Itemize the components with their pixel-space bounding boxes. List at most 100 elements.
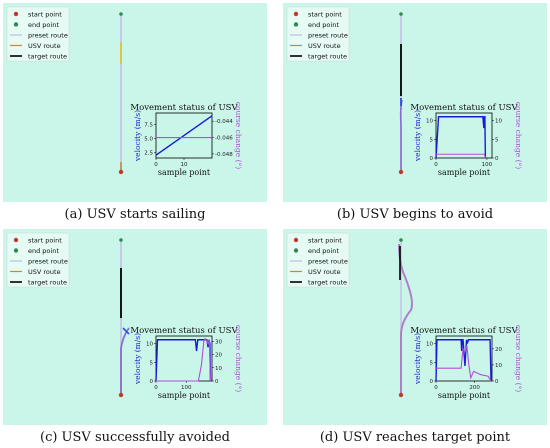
y-tick-label: 5 bbox=[430, 137, 434, 143]
legend-frame bbox=[286, 6, 350, 62]
caption-a: (a) USV starts sailing bbox=[65, 207, 206, 222]
inset-title: Movement status of USV bbox=[130, 326, 238, 336]
end-point-marker bbox=[399, 12, 403, 16]
x-axis-label: sample point bbox=[158, 391, 211, 400]
legend-preset-label: preset route bbox=[28, 31, 68, 39]
start-point-marker bbox=[118, 169, 124, 175]
velocity-line bbox=[435, 339, 492, 382]
legend-end-label: end point bbox=[308, 21, 339, 29]
legend-end-label: end point bbox=[28, 247, 59, 255]
caption-b: (b) USV begins to avoid bbox=[337, 207, 493, 222]
legend-start-marker bbox=[293, 11, 299, 17]
y-axis-label: velocity (m/s) bbox=[413, 110, 422, 162]
start-point-marker bbox=[398, 392, 404, 398]
y-axis-label: velocity (m/s) bbox=[413, 333, 422, 385]
y2-axis-label: course change (°) bbox=[234, 102, 243, 169]
y-tick-label: 10 bbox=[426, 342, 433, 348]
legend-usv-label: USV route bbox=[308, 42, 341, 50]
y-tick-label: 0 bbox=[150, 379, 154, 385]
x-tick-label: 0 bbox=[154, 162, 158, 168]
y2-tick-label: 10 bbox=[495, 363, 502, 369]
y2-axis-label: course change (°) bbox=[514, 102, 523, 169]
legend-start-label: start point bbox=[308, 236, 342, 244]
legend-target-label: target route bbox=[308, 52, 347, 60]
x-tick-label: 100 bbox=[482, 162, 493, 168]
y-tick-label: 5 bbox=[430, 360, 434, 366]
legend-preset-label: preset route bbox=[28, 257, 68, 265]
x-axis-label: sample point bbox=[438, 168, 491, 177]
end-point-marker bbox=[119, 12, 123, 16]
x-axis-label: sample point bbox=[158, 168, 211, 177]
end-point-marker bbox=[119, 238, 123, 242]
y2-tick-label: 0 bbox=[495, 379, 499, 385]
y-tick-label: 5.0 bbox=[144, 136, 153, 142]
course-change-line bbox=[156, 337, 212, 382]
x-tick-label: 0 bbox=[154, 385, 158, 391]
y-tick-label: 10 bbox=[146, 342, 153, 348]
legend-frame bbox=[6, 232, 70, 288]
y-tick-label: 5 bbox=[150, 360, 154, 366]
route bbox=[398, 12, 404, 175]
route bbox=[398, 238, 413, 398]
legend-end-marker bbox=[293, 22, 299, 27]
y-axis-label: velocity (m/s) bbox=[133, 333, 142, 385]
y2-tick-label: 10 bbox=[215, 366, 222, 372]
x-axis-label: sample point bbox=[438, 391, 491, 400]
legend-start-marker bbox=[13, 237, 19, 243]
route bbox=[118, 238, 130, 398]
course-change-line bbox=[436, 345, 492, 382]
inset-title: Movement status of USV bbox=[410, 103, 518, 113]
y2-tick-label: 0 bbox=[495, 156, 499, 162]
legend-start-label: start point bbox=[308, 10, 342, 18]
y2-tick-label: 20 bbox=[495, 347, 502, 353]
y2-axis-label: course change (°) bbox=[234, 325, 243, 392]
y-axis-label: velocity (m/s) bbox=[133, 110, 142, 162]
inset-plot-area bbox=[155, 335, 213, 382]
legend-frame bbox=[286, 232, 350, 288]
x-tick-label: 10 bbox=[181, 162, 188, 168]
legend-preset-label: preset route bbox=[308, 31, 348, 39]
legend-end-marker bbox=[13, 248, 19, 253]
y2-tick-label: 20 bbox=[215, 353, 222, 359]
legend-usv-label: USV route bbox=[28, 268, 61, 276]
inset-title: Movement status of USV bbox=[410, 326, 518, 336]
y2-tick-label: 5 bbox=[495, 137, 499, 143]
caption-d: (d) USV reaches target point bbox=[320, 430, 511, 445]
y-tick-label: 0 bbox=[430, 156, 434, 162]
y-tick-label: 7.5 bbox=[144, 122, 153, 128]
velocity-line bbox=[155, 115, 213, 156]
x-tick-label: 0 bbox=[434, 385, 438, 391]
route bbox=[118, 12, 124, 175]
start-point-marker bbox=[118, 392, 124, 398]
end-point-marker bbox=[399, 238, 403, 242]
y2-tick-label: 30 bbox=[215, 339, 222, 345]
y2-tick-label: 0 bbox=[215, 379, 219, 385]
x-tick-label: 200 bbox=[469, 385, 480, 391]
legend-preset-label: preset route bbox=[308, 257, 348, 265]
velocity-line bbox=[435, 116, 487, 159]
legend-target-label: target route bbox=[28, 52, 67, 60]
legend-usv-label: USV route bbox=[28, 42, 61, 50]
y2-axis-label: course change (°) bbox=[514, 325, 523, 392]
start-point-marker bbox=[398, 169, 404, 175]
y2-tick-label: -0.048 bbox=[215, 152, 233, 158]
y-tick-label: 2.5 bbox=[144, 150, 153, 156]
legend-frame bbox=[6, 6, 70, 62]
course-change-line bbox=[436, 153, 486, 159]
y-tick-label: 10 bbox=[426, 119, 433, 125]
y-tick-label: 0 bbox=[430, 379, 434, 385]
legend-end-marker bbox=[293, 248, 299, 253]
legend-target-label: target route bbox=[28, 278, 67, 286]
legend-end-label: end point bbox=[28, 21, 59, 29]
